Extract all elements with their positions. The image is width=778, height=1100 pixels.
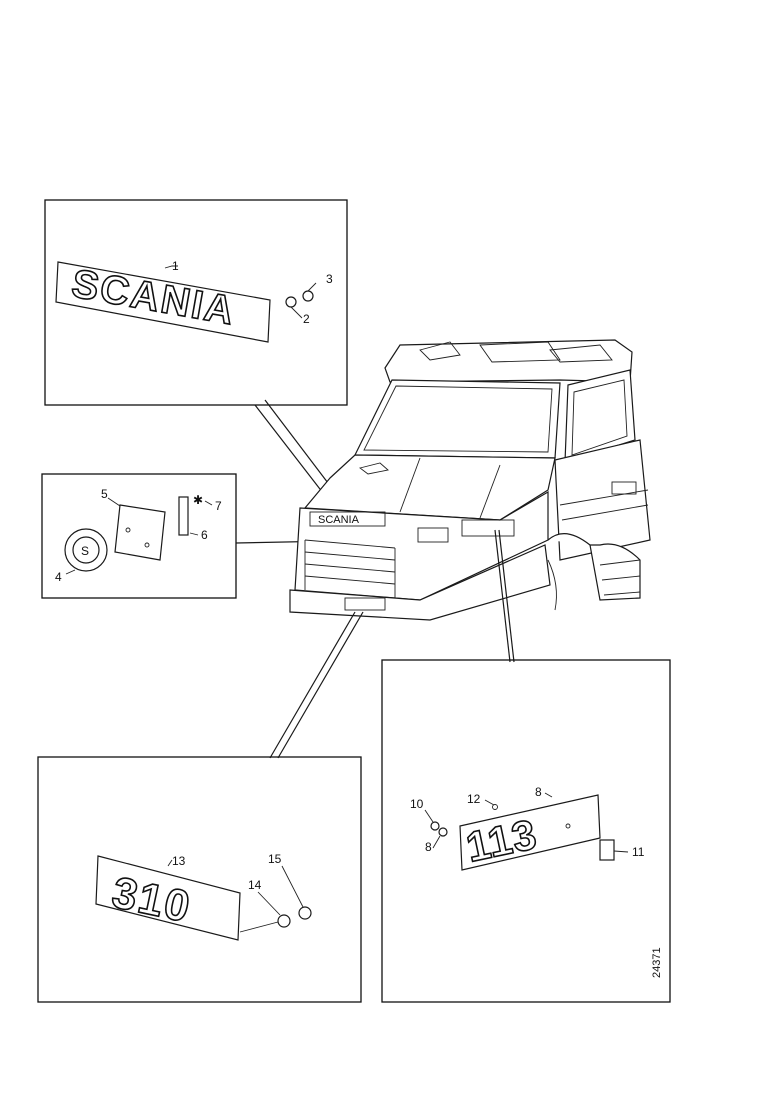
cab-badge-text: SCANIA bbox=[318, 514, 360, 526]
clip-11 bbox=[599, 839, 615, 861]
figure-code: 24371 bbox=[651, 947, 663, 978]
number-113-plate bbox=[459, 794, 601, 871]
callout-13: 13 bbox=[172, 854, 186, 868]
number-113-text: 113 bbox=[462, 810, 541, 871]
nut-10 bbox=[430, 821, 440, 831]
callout-8-upper: 8 bbox=[535, 785, 542, 799]
callout-15: 15 bbox=[268, 852, 282, 866]
washer-9 bbox=[438, 827, 448, 837]
scania-badge-text: SCANIA bbox=[68, 262, 238, 334]
callout-7: 7 bbox=[215, 499, 222, 513]
callout-11: 11 bbox=[632, 845, 645, 859]
nut-3 bbox=[302, 290, 314, 302]
callout-2: 2 bbox=[303, 312, 310, 326]
detail-box-circle-emblem: S ✱ 5 4 6 7 bbox=[41, 473, 237, 599]
callout-6: 6 bbox=[201, 528, 208, 542]
callout-14: 14 bbox=[248, 878, 262, 892]
callout-1: 1 bbox=[172, 259, 179, 273]
circle-emblem-letter: S bbox=[81, 544, 89, 558]
nut-15 bbox=[298, 906, 312, 920]
washer-14 bbox=[277, 914, 291, 928]
detail-box-side-number: 113 12 8 10 8 11 24371 bbox=[381, 659, 671, 1003]
clip-6 bbox=[178, 496, 189, 536]
emblem-holder-plate bbox=[114, 504, 166, 561]
truck-cab-illustration: SCANIA bbox=[289, 339, 651, 621]
callout-4: 4 bbox=[55, 570, 62, 584]
scania-badge-plate bbox=[55, 261, 271, 343]
callout-8-lower: 8 bbox=[425, 840, 432, 854]
circle-emblem-inner bbox=[72, 536, 100, 564]
detail-box-grille-badge: SCANIA 1 2 3 bbox=[44, 199, 348, 406]
washer-2 bbox=[285, 296, 297, 308]
callout-12: 12 bbox=[467, 792, 481, 806]
detail-box-front-number: 310 13 14 15 bbox=[37, 756, 362, 1003]
callout-5: 5 bbox=[101, 487, 108, 501]
callout-10: 10 bbox=[410, 797, 424, 811]
clip-star-7: ✱ bbox=[193, 493, 203, 507]
callout-3: 3 bbox=[326, 272, 333, 286]
number-310-plate bbox=[95, 855, 241, 941]
